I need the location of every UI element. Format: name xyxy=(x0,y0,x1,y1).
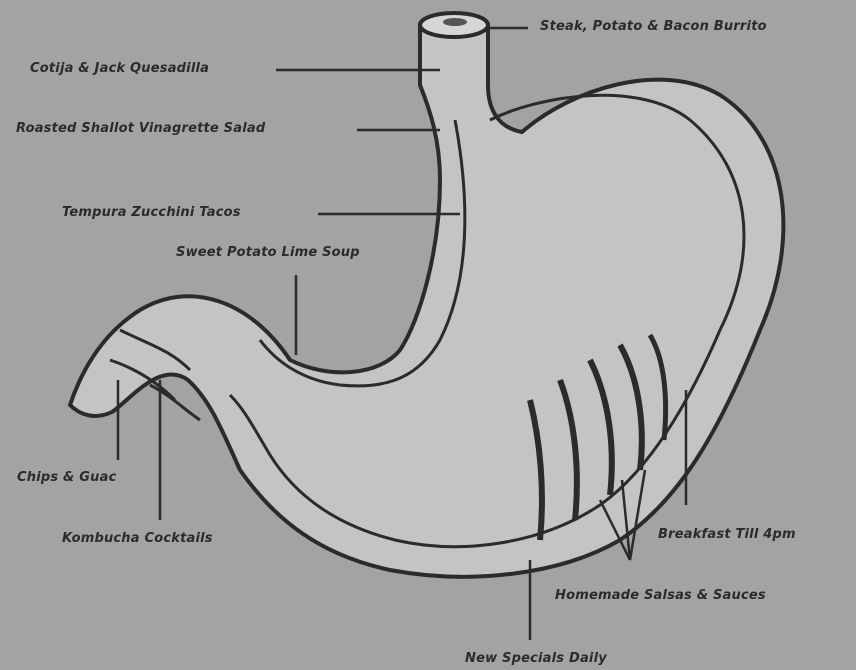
label-salsas: Homemade Salsas & Sauces xyxy=(555,588,766,603)
esophagus-lumen xyxy=(443,18,467,26)
label-specials: New Specials Daily xyxy=(465,651,607,666)
label-salad: Roasted Shallot Vinagrette Salad xyxy=(16,121,265,136)
label-kombucha: Kombucha Cocktails xyxy=(62,531,213,546)
label-burrito: Steak, Potato & Bacon Burrito xyxy=(540,19,767,34)
label-tacos: Tempura Zucchini Tacos xyxy=(62,205,241,220)
stomach-outer-wall xyxy=(70,25,783,577)
label-soup: Sweet Potato Lime Soup xyxy=(176,245,360,260)
label-breakfast: Breakfast Till 4pm xyxy=(658,527,796,542)
label-chips: Chips & Guac xyxy=(17,470,117,485)
label-quesadilla: Cotija & Jack Quesadilla xyxy=(30,61,209,76)
